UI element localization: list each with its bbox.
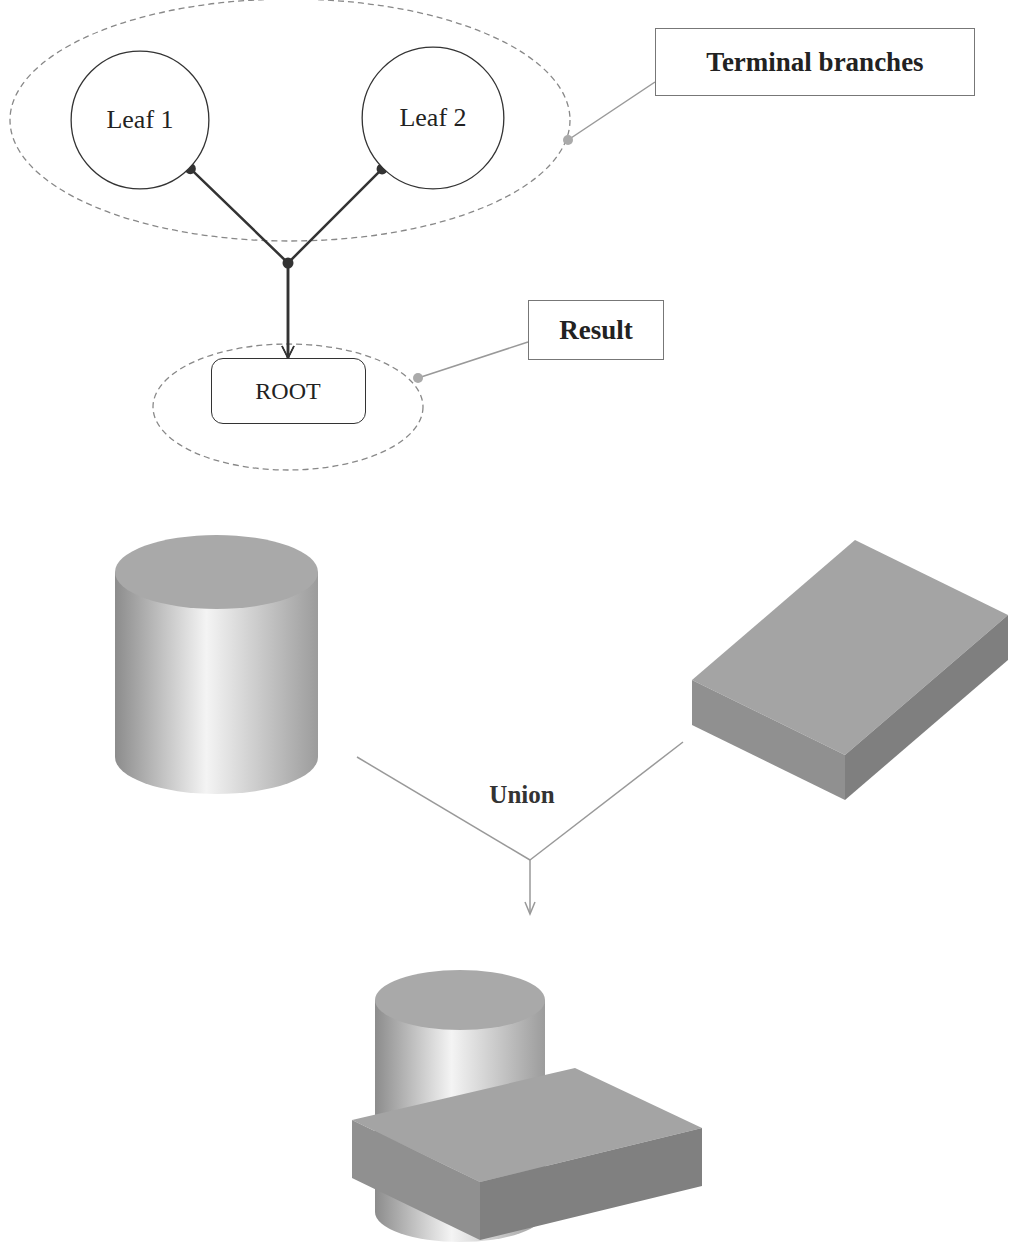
leaf-circle: Leaf 2 — [361, 46, 505, 190]
node-text: Result — [559, 315, 633, 346]
cylinder-solid — [115, 535, 318, 794]
node-text: ROOT — [255, 378, 320, 405]
group-ellipse — [153, 344, 423, 470]
tree-branch-arrow — [288, 169, 382, 358]
callout-box: Result — [528, 300, 664, 360]
node-text: Leaf 2 — [399, 103, 466, 133]
group-ellipse — [10, 0, 570, 241]
union-result-solid — [352, 970, 702, 1242]
operation-label: Union — [489, 781, 554, 809]
leader-line — [418, 342, 528, 378]
node-text: Terminal branches — [706, 47, 923, 78]
union-lines — [357, 742, 683, 914]
tree-branch-arrow — [190, 169, 288, 358]
leader-line — [568, 82, 655, 140]
leaf-circle: Leaf 1 — [70, 50, 210, 190]
root-box: ROOT — [211, 358, 366, 424]
box-solid — [692, 540, 1008, 800]
branch-joint-dot — [283, 258, 294, 269]
node-text: Leaf 1 — [106, 105, 173, 135]
callout-box: Terminal branches — [655, 28, 975, 96]
leader-dot — [413, 373, 423, 383]
leader-dot — [563, 135, 573, 145]
